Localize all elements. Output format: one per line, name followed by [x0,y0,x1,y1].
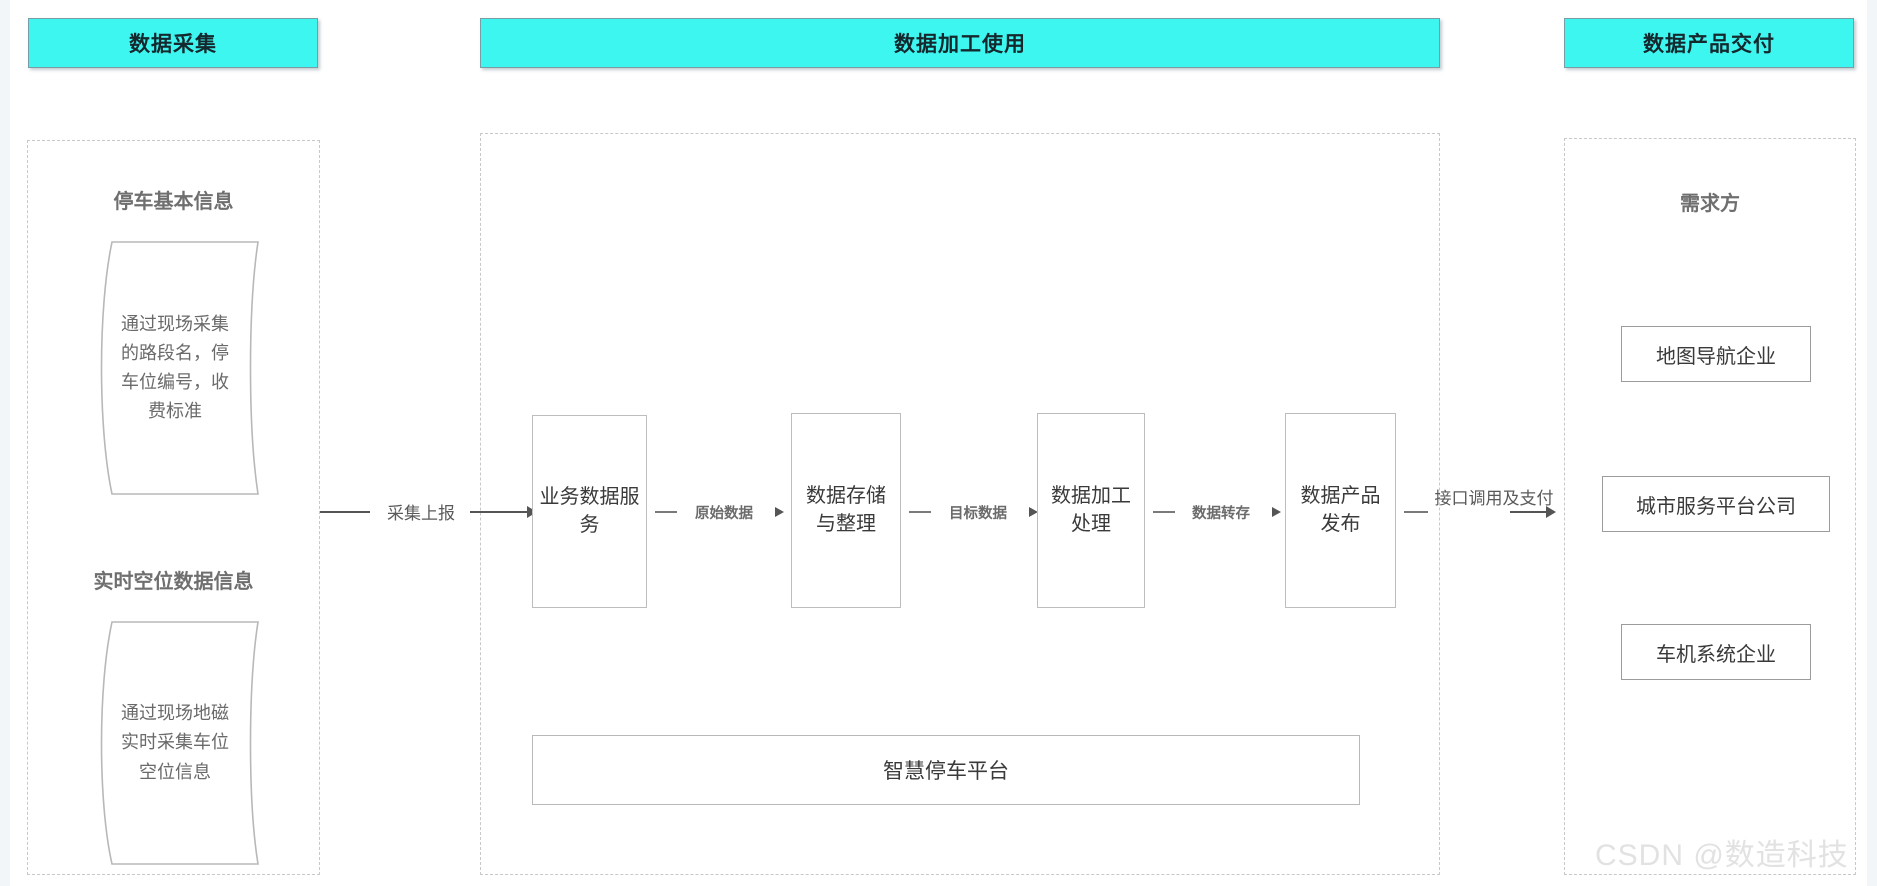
arrow-head-to-data-processing-icon [1029,507,1038,517]
platform-bar-smart-parking[interactable]: 智慧停车平台 [532,735,1360,805]
arrow-head-to-product-release-icon [1272,507,1281,517]
process-box-data-storage-and-organization[interactable]: 数据存储与整理 [791,413,901,608]
flow-label-data-transfer: 数据转存 [1192,506,1250,522]
connector-stub-after-data-processing [1153,511,1175,513]
process-box-data-product-release[interactable]: 数据产品发布 [1285,413,1396,608]
document-shape-realtime-vacancy-info: 通过现场地磁实时采集车位空位信息 [88,618,262,868]
process-box-data-processing[interactable]: 数据加工处理 [1037,413,1145,608]
canvas-left-edge-strip [0,0,10,886]
arrow-head-to-delivery-lane-icon [1546,506,1556,518]
connector-label-to-business-service [470,511,528,513]
flow-label-collect-and-report: 采集上报 [387,504,455,523]
flow-label-target-data: 目标数据 [949,506,1007,522]
arrow-head-to-data-storage-icon [775,507,784,517]
group-caption-realtime-vacancy-info: 实时空位数据信息 [93,571,254,593]
connector-collection-to-label [320,511,370,513]
group-caption-demand-side: 需求方 [1680,193,1740,215]
banner-data-delivery[interactable]: 数据产品交付 [1564,18,1854,68]
connector-stub-after-data-storage [909,511,931,513]
document-shape-outline-icon [100,241,259,495]
group-caption-parking-basic-info: 停车基本信息 [113,191,234,213]
lane-data-processing [480,133,1440,875]
consumer-box-city-service-platform-company[interactable]: 城市服务平台公司 [1602,476,1830,532]
flow-label-raw-data: 原始数据 [695,506,753,522]
process-box-business-data-service[interactable]: 业务数据服务 [532,415,647,608]
watermark-csdn: CSDN @数造科技 [1595,839,1849,872]
document-text-realtime-vacancy-info: 通过现场地磁实时采集车位空位信息 [121,703,229,782]
connector-stub-after-product-release [1404,511,1428,513]
document-text-parking-basic-info: 通过现场采集的路段名，停车位编号，收费标准 [121,313,229,422]
connector-stub-after-business-service [655,511,677,513]
banner-data-collection[interactable]: 数据采集 [28,18,318,68]
connector-label-to-delivery-lane [1510,511,1548,513]
document-shape-parking-basic-info: 通过现场采集的路段名，停车位编号，收费标准 [88,238,262,498]
consumer-box-vehicle-system-enterprise[interactable]: 车机系统企业 [1621,624,1811,680]
flow-label-api-call-and-payment: 接口调用及支付 [1434,489,1554,508]
document-shape-outline-icon [100,621,259,865]
lane-data-collection [27,140,320,875]
consumer-box-map-navigation-enterprise[interactable]: 地图导航企业 [1621,326,1811,382]
canvas-right-edge-strip [1867,0,1877,886]
lane-data-delivery [1564,138,1856,875]
banner-data-processing[interactable]: 数据加工使用 [480,18,1440,68]
